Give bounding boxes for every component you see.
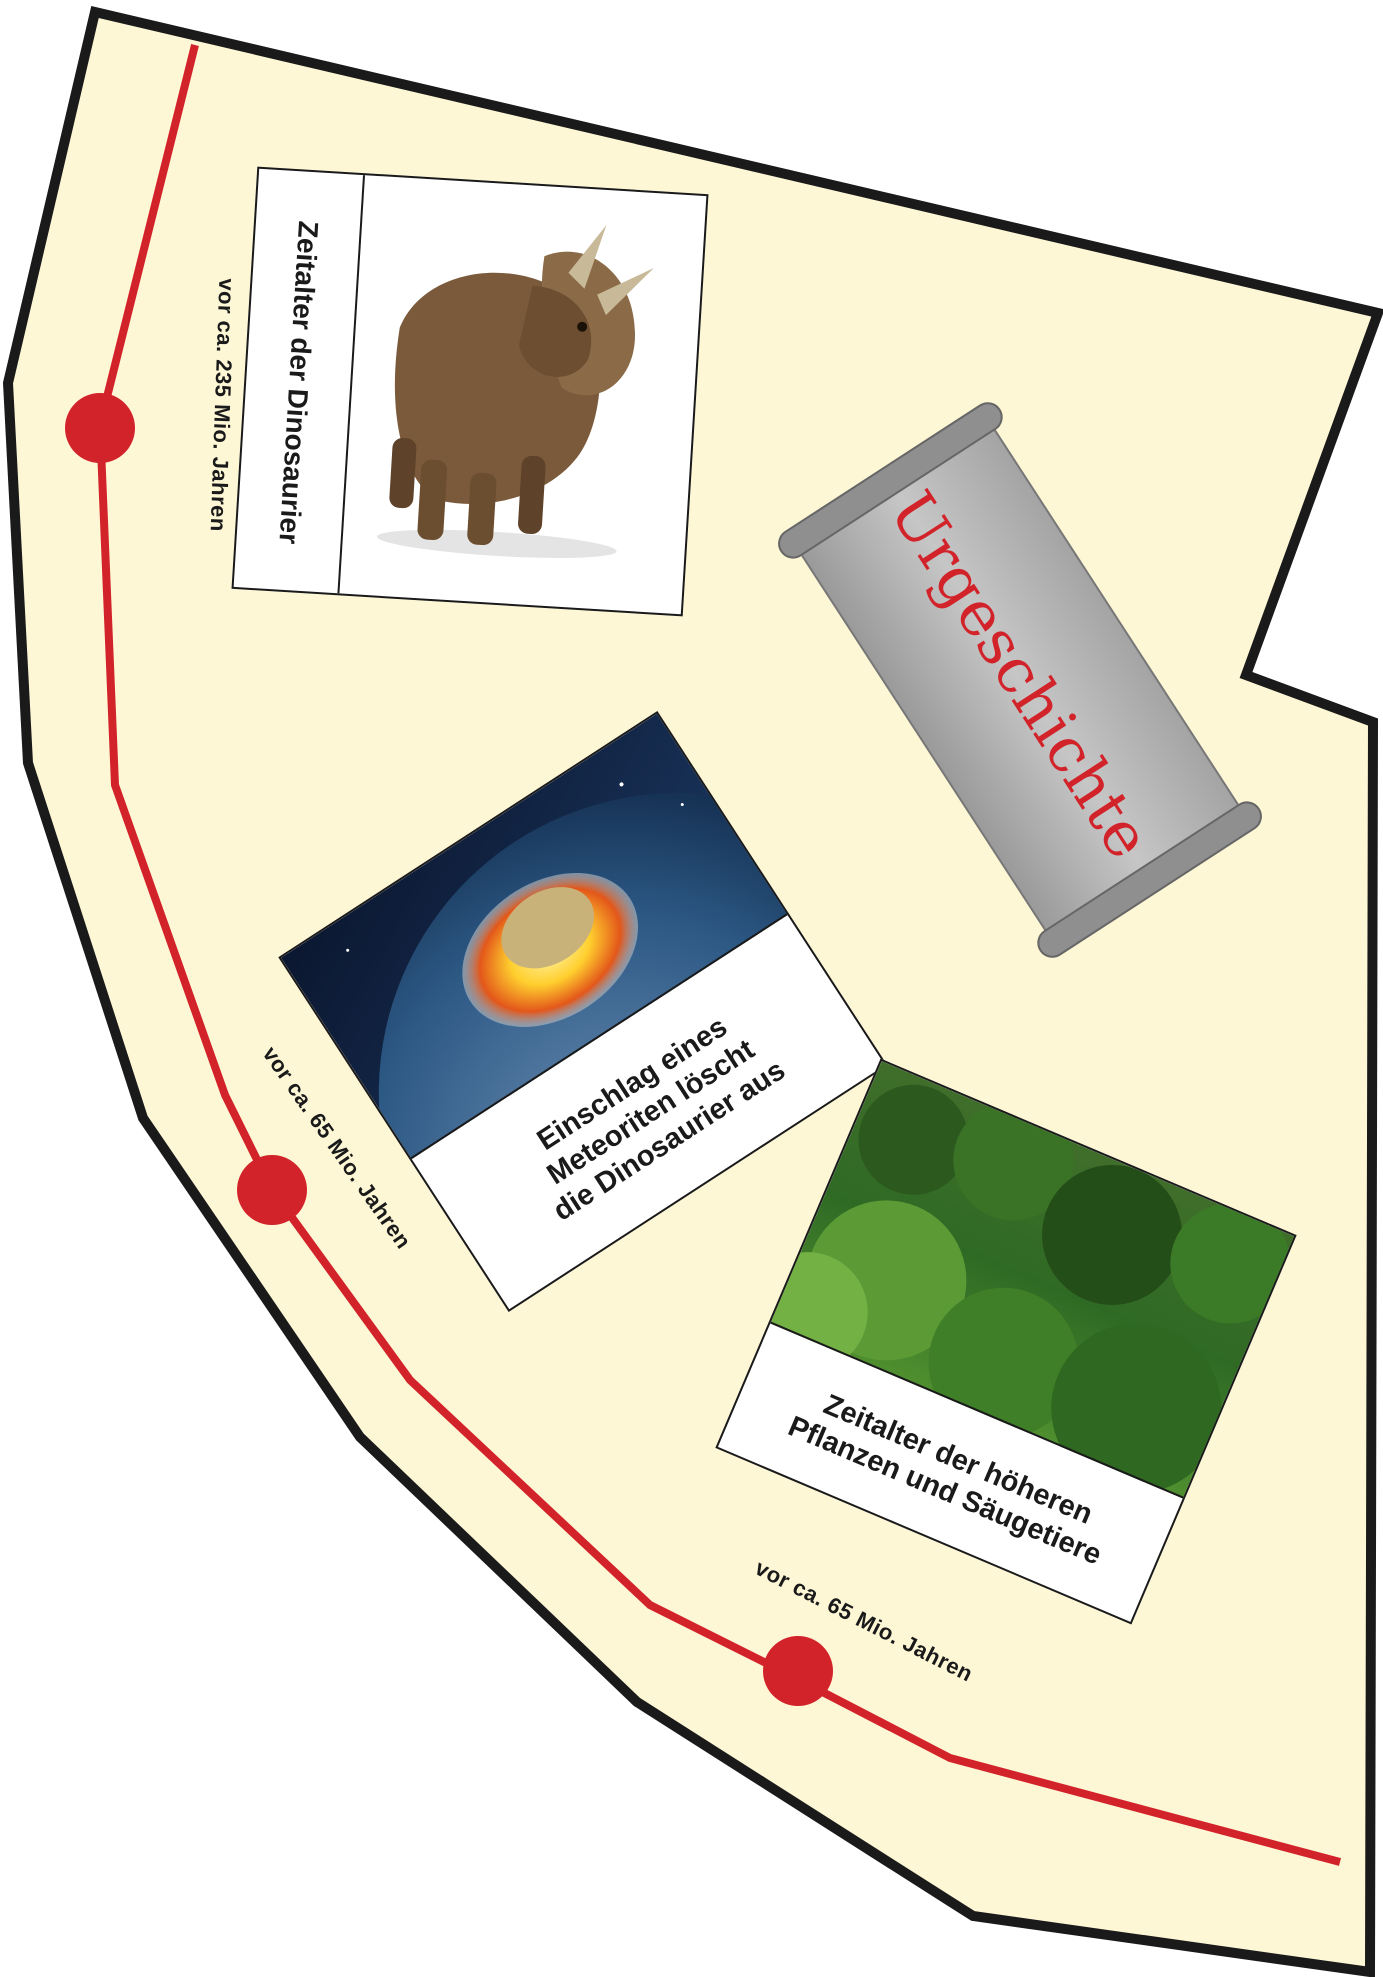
timeline-marker-2: [237, 1155, 307, 1225]
timeline-marker-1: [65, 393, 135, 463]
timeline-marker-3: [763, 1636, 833, 1706]
card-dinosaur-age: Zeitalter der Dinosaurier: [232, 167, 709, 617]
triceratops-image: [345, 205, 697, 594]
